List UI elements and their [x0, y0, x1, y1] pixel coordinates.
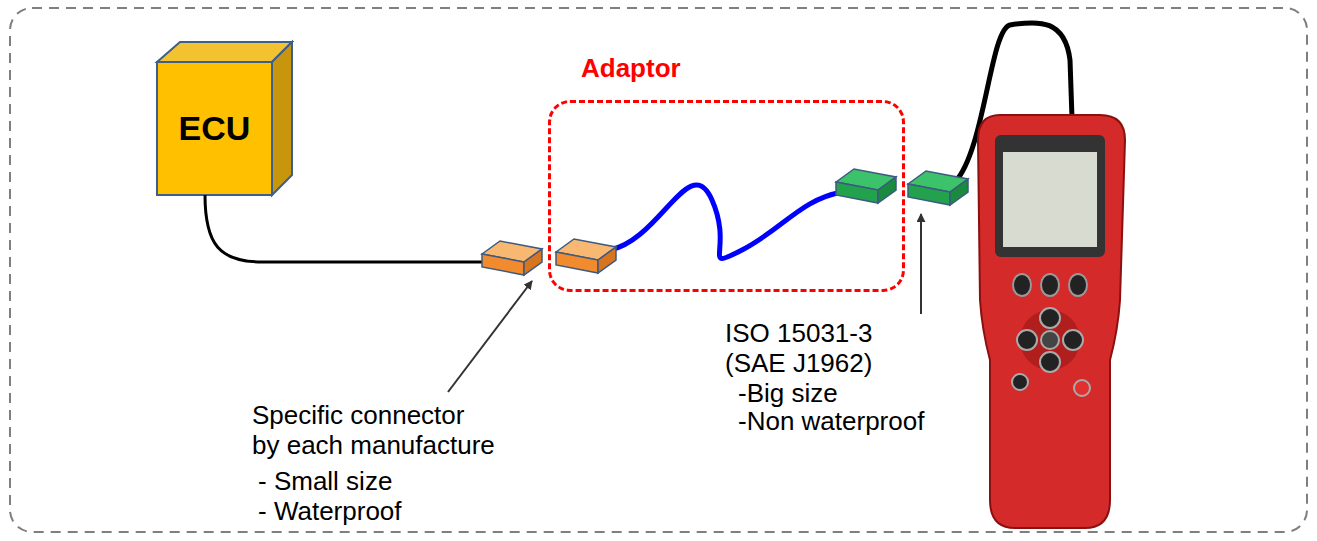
tool-button [1069, 274, 1087, 296]
callout-text: Specific connector by each manufacture [252, 400, 497, 460]
node-title: Adaptor [581, 53, 681, 83]
ecu-box: ECU [157, 62, 272, 195]
callout-text: -Big size [738, 378, 838, 408]
screen-bezel [995, 135, 1105, 257]
tool-button [1041, 331, 1059, 349]
tool-button [1074, 380, 1090, 396]
tool-button [1040, 308, 1060, 328]
connector-front [836, 182, 878, 203]
tool-button [1017, 330, 1037, 350]
tool-button [1040, 352, 1060, 372]
tool-button [1063, 330, 1083, 350]
tool-button [1013, 274, 1031, 296]
tool-button [1041, 274, 1059, 296]
connector-front [908, 184, 950, 205]
screen [1003, 152, 1097, 247]
adaptor-group: Adaptor [548, 100, 905, 292]
connector-side [598, 247, 616, 273]
ecu-connector [482, 241, 542, 275]
outer-frame [10, 8, 1307, 532]
adaptor-cable [610, 185, 842, 259]
connector-side [950, 179, 968, 205]
callout-text: - Waterproof [258, 496, 402, 526]
connector-side [524, 249, 542, 275]
leader-arrow [448, 281, 532, 392]
ecu-side-face [272, 42, 292, 195]
ecu-cable [205, 195, 484, 262]
connector-side [878, 177, 896, 203]
tool-obd-connector [908, 171, 968, 205]
adaptor-obd-connector [836, 169, 896, 203]
connector-front [556, 252, 598, 273]
node-title: ECU [179, 109, 251, 148]
callout-text: - Small size [258, 466, 392, 496]
callout-text: ISO 15031-3 (SAE J1962) [725, 318, 885, 378]
ecu-top-face [157, 42, 292, 62]
leader-arrow [920, 214, 922, 314]
adaptor-ecu-connector [556, 239, 616, 273]
connector-front [482, 254, 524, 275]
scan-tool [978, 115, 1125, 528]
ecu-box [157, 42, 292, 195]
tool-button [1012, 374, 1028, 390]
tool-body [978, 115, 1125, 528]
ecu-front-face [157, 62, 272, 195]
callout-text: -Non waterproof [738, 406, 924, 436]
